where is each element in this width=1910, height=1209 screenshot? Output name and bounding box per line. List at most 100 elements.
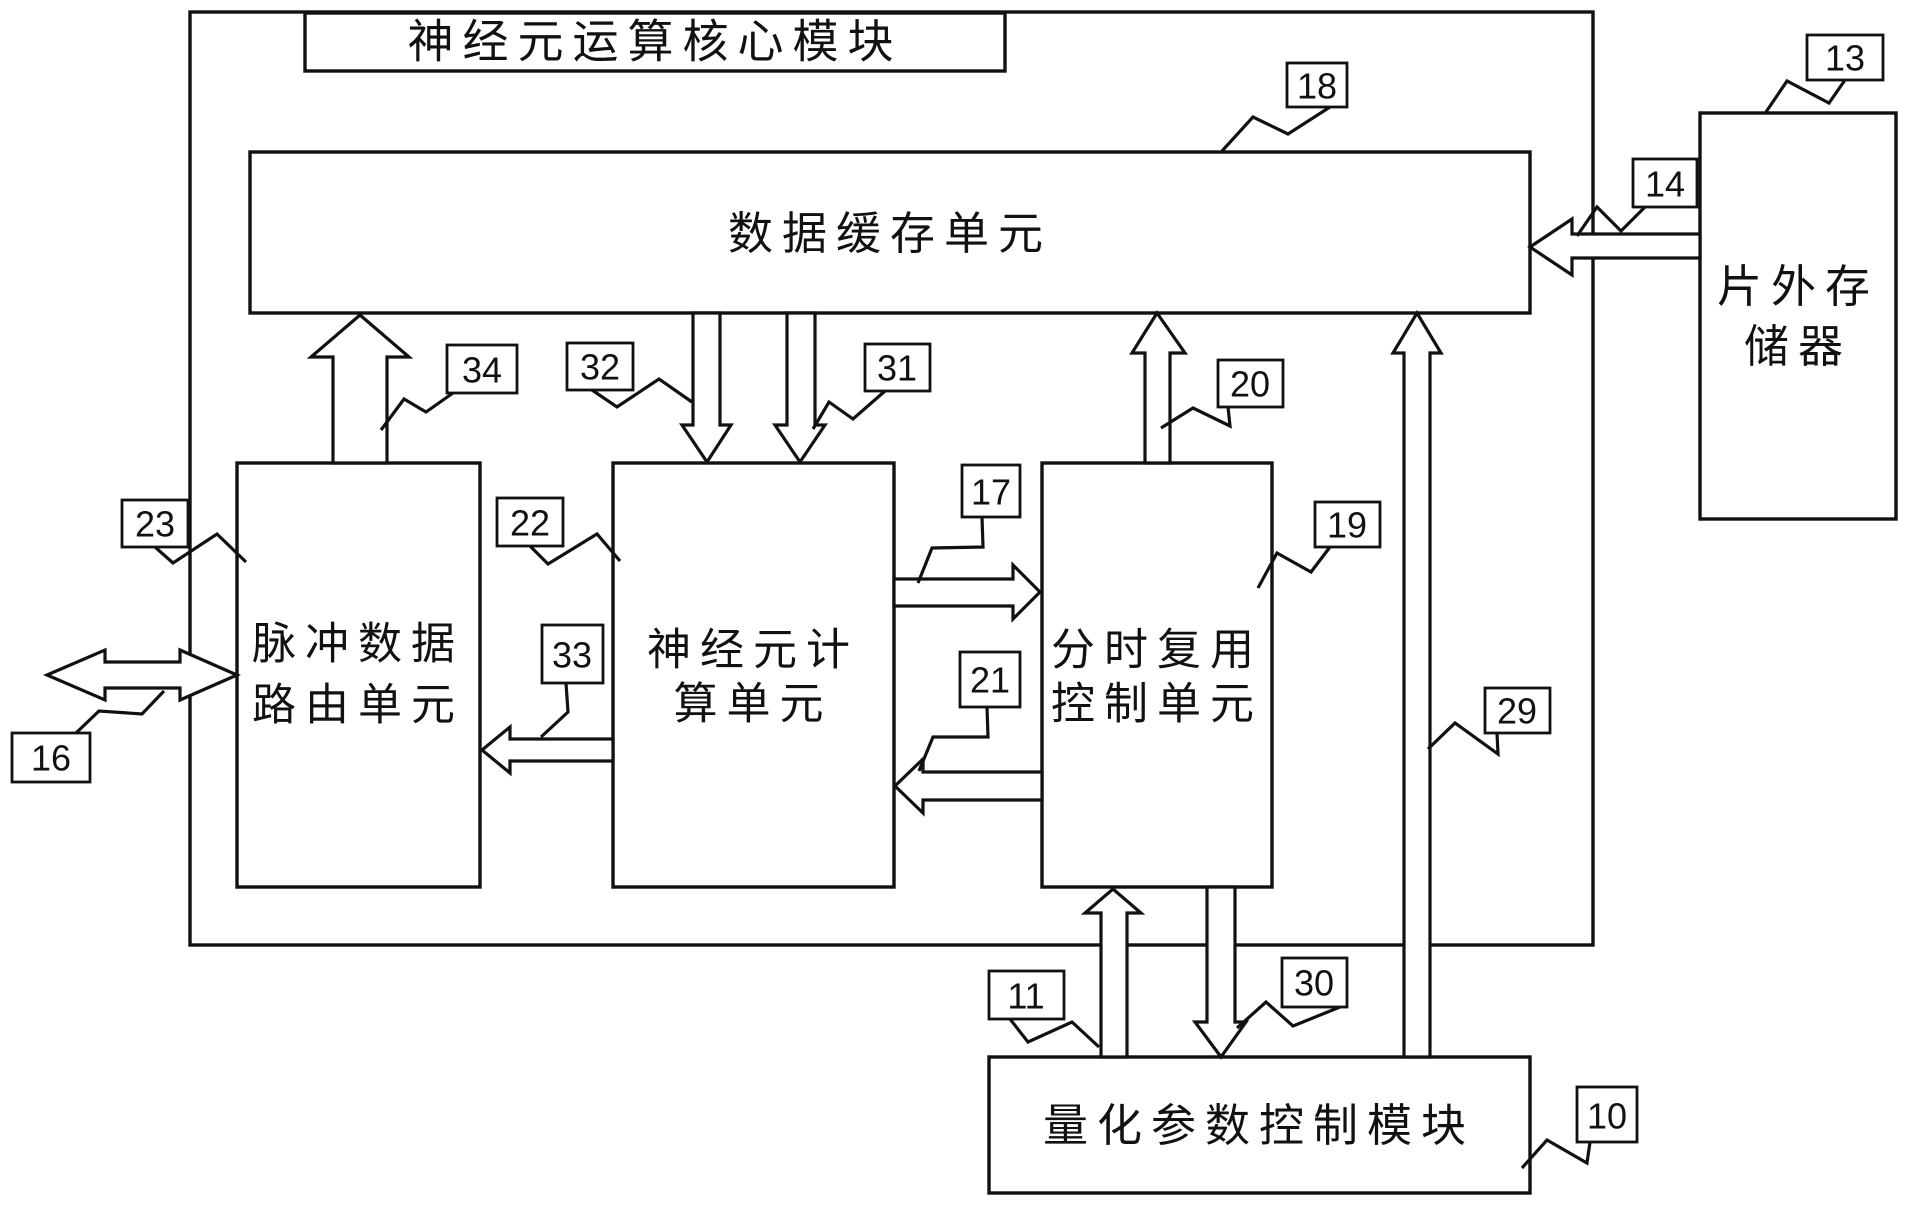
leader-16 [74, 689, 166, 735]
ref-label-30-box [1280, 956, 1349, 1009]
ref-label-14-box [1631, 157, 1699, 209]
ref-label-31: 31 [863, 342, 932, 393]
ref-label-16-box [10, 731, 92, 784]
leader-31 [811, 389, 887, 430]
arrow-14-offchip-to-cache-left [1527, 216, 1702, 278]
arrow-33-neuron-to-router-left [479, 723, 615, 777]
ref-label-16-text: 16 [31, 738, 71, 779]
core-module-title: 神经元运算核心模块 [408, 17, 903, 68]
ref-label-13-text: 13 [1825, 38, 1865, 79]
ref-label-29-box [1483, 686, 1552, 735]
ref-label-11: 11 [987, 969, 1066, 1021]
leader-30 [1235, 999, 1341, 1030]
leader-22 [528, 531, 622, 567]
ref-label-33-box [540, 623, 605, 685]
ref-label-29: 29 [1483, 686, 1552, 735]
arrow-11-quant-to-tdm-up [1080, 886, 1146, 1059]
ref-label-34: 34 [445, 343, 519, 395]
ref-label-23-box [120, 498, 190, 549]
ref-label-13-box [1805, 33, 1885, 82]
leader-17 [916, 516, 985, 584]
leader-33 [539, 682, 570, 739]
leader-34 [379, 391, 454, 431]
leader-29 [1426, 720, 1500, 758]
ref-label-20-box [1216, 358, 1285, 409]
ref-label-29-text: 29 [1497, 691, 1537, 732]
ref-label-22: 22 [495, 496, 565, 548]
neuron-computation-unit-label-line2: 算单元 [674, 680, 833, 729]
ref-label-17-text: 17 [971, 472, 1011, 513]
ref-label-13: 13 [1805, 33, 1885, 82]
leader-14 [1575, 204, 1647, 237]
leader-21 [917, 706, 990, 772]
ref-label-10: 10 [1575, 1085, 1639, 1144]
tdm-control-unit-label-line2: 控制单元 [1051, 680, 1263, 729]
ref-label-14: 14 [1631, 157, 1699, 209]
arrow-16-router-external-bidirectional [42, 647, 241, 703]
leader-23 [153, 531, 248, 566]
ref-label-31-box [863, 342, 932, 393]
ref-label-17-box [960, 463, 1022, 519]
ref-label-19-text: 19 [1327, 505, 1367, 546]
ref-label-22-text: 22 [510, 503, 550, 544]
ref-label-30: 30 [1280, 956, 1349, 1009]
ref-label-19-box [1313, 500, 1382, 549]
leader-19 [1256, 546, 1332, 589]
ref-label-20: 20 [1216, 358, 1285, 409]
ref-label-33-text: 33 [552, 635, 592, 676]
ref-label-31-text: 31 [877, 348, 917, 389]
off-chip-memory-box [1698, 111, 1898, 521]
quantization-module-label: 量化参数控制模块 [1043, 1101, 1475, 1151]
leader-32 [591, 377, 693, 409]
ref-label-33: 33 [540, 623, 605, 685]
spike-data-routing-unit-label-line1: 脉冲数据 [252, 620, 464, 669]
core-module-title-box [303, 11, 1007, 73]
off-chip-memory-label-line1: 片外存 [1717, 262, 1879, 312]
ref-label-18: 18 [1285, 61, 1349, 109]
quantization-parameter-control-module-box [987, 1055, 1532, 1195]
ref-label-18-box [1285, 61, 1349, 109]
leader-20 [1160, 406, 1232, 430]
ref-label-10-box [1575, 1085, 1639, 1144]
ref-label-17: 17 [960, 463, 1022, 519]
ref-label-32-text: 32 [580, 347, 620, 388]
ref-label-34-box [445, 343, 519, 395]
ref-label-23-text: 23 [135, 504, 175, 545]
tdm-control-unit-label-line1: 分时复用 [1051, 626, 1263, 675]
ref-label-23: 23 [120, 498, 190, 549]
ref-label-11-text: 11 [1007, 976, 1044, 1017]
ref-label-30-text: 30 [1294, 963, 1334, 1004]
ref-label-20-text: 20 [1230, 364, 1270, 405]
arrow-31-cache-to-neuron-down [771, 311, 829, 465]
arrow-21-tdm-to-neuron-left [892, 755, 1044, 817]
ref-label-21-text: 21 [970, 660, 1010, 701]
leader-18 [1220, 105, 1331, 153]
ref-label-32-box [565, 341, 635, 392]
arrow-32-cache-to-neuron-down [678, 311, 734, 465]
leader-10 [1520, 1137, 1592, 1170]
arrow-29-quant-to-cache-up [1390, 309, 1444, 1059]
neuron-computation-unit-label-line1: 神经元计 [647, 626, 859, 675]
ref-label-21-box [958, 650, 1022, 709]
neuron-computation-unit-box [611, 461, 896, 889]
arrow-30-tdm-to-quant-down [1191, 885, 1250, 1060]
spike-data-routing-unit-box [235, 461, 482, 889]
leader-11 [1008, 1018, 1101, 1049]
ref-label-32: 32 [565, 341, 635, 392]
ref-label-22-box [495, 496, 565, 548]
ref-label-16: 16 [10, 731, 92, 784]
time-division-multiplex-control-unit-box [1040, 461, 1274, 889]
arrow-20-tdm-to-cache-up [1129, 310, 1189, 465]
ref-label-21: 21 [958, 650, 1022, 709]
leader-13 [1764, 78, 1847, 113]
data-cache-unit-box [248, 150, 1532, 315]
off-chip-memory-label-line2: 储器 [1744, 322, 1852, 372]
arrow-17-neuron-to-tdm-right [892, 561, 1043, 623]
ref-label-18-text: 18 [1297, 66, 1337, 107]
ref-label-19: 19 [1313, 500, 1382, 549]
data-cache-unit-label: 数据缓存单元 [728, 209, 1052, 259]
ref-label-10-text: 10 [1587, 1096, 1627, 1137]
ref-label-11-box [987, 969, 1066, 1021]
ref-label-14-text: 14 [1645, 164, 1685, 205]
